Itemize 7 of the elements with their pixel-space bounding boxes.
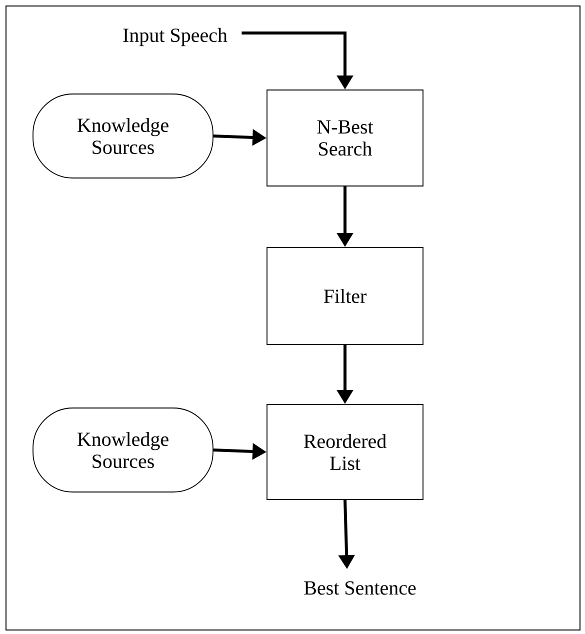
rounded-box: Knowledge Sources (32, 408, 214, 492)
process-box: Reordered List (266, 404, 424, 500)
text-label: Best Sentence (304, 581, 416, 595)
rounded-box: Knowledge Sources (32, 94, 214, 178)
process-box: N-Best Search (266, 90, 424, 186)
text-label: Input Speech (123, 28, 228, 46)
process-box: Filter (266, 247, 424, 345)
